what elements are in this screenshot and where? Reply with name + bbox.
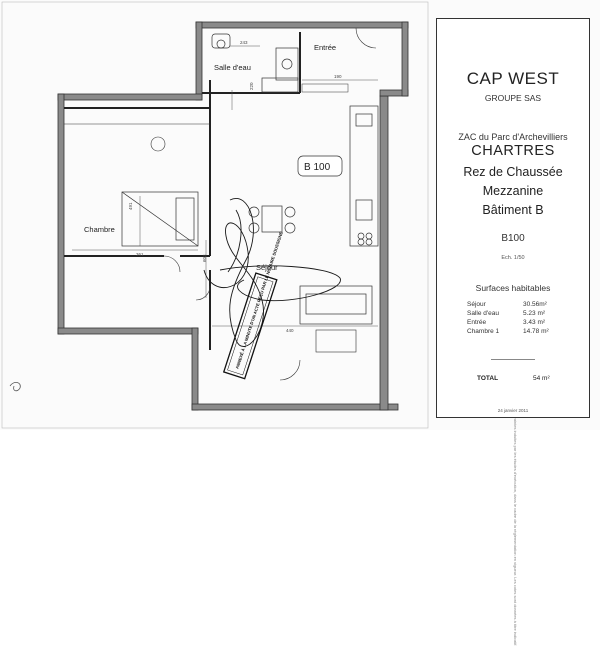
lot-badge-text: B 100 [304,162,331,173]
interior-walls [64,32,301,350]
stamp-text: ANNEXÉ À LA MINUTE D'UN ACTE REÇU PAR LE… [234,231,283,370]
title-block: CAP WEST GROUPE SAS ZAC du Parc d'Archev… [436,18,590,418]
surface-row: Entrée 3.43 m² [467,319,557,326]
sofa [299,285,373,325]
surface-value: 3.43 m² [523,319,546,326]
total-label: TOTAL [477,375,499,382]
floor-plan: Salle d'eau Entrée Chambre Séjour B 100 … [1,1,429,429]
scale-label: Ech. 1/50 [501,255,525,261]
bathroom-fixtures [211,33,299,93]
kitchen-counter [349,105,379,247]
dim-190: 190 [334,74,342,79]
dim-440: 440 [286,328,294,333]
total-value: 54 m² [533,375,550,382]
dim-220: 220 [249,82,254,90]
surface-row: Salle d'eau 5.23 m² [467,310,557,317]
room-label-chambre: Chambre [84,225,115,234]
surface-label: Entrée [467,319,487,326]
dim-491: 491 [128,202,133,210]
surface-row: Chambre 1 14.78 m² [467,328,557,335]
surfaces-title: Surfaces habitables [475,283,551,293]
total-divider [491,359,535,360]
company-name: CAP WEST [466,69,560,88]
surface-value: 30.56m² [523,301,547,308]
bed [121,191,199,247]
dim-603: 603 [202,254,207,262]
surface-value: 5.23 m² [523,310,546,317]
level-2: Mezzanine [482,184,544,198]
company-group: GROUPE SAS [484,93,542,103]
project-address: ZAC du Parc d'Archevilliers [458,132,568,142]
dining-table [248,205,296,234]
surface-row: Séjour 30.56m² [467,301,557,308]
notary-stamp: ANNEXÉ À LA MINUTE D'UN ACTE REÇU PAR LE… [222,231,284,380]
surface-label: Salle d'eau [467,310,499,317]
exterior-walls [57,21,409,411]
unit-number: B100 [501,233,525,244]
handwritten-signature [203,197,341,347]
room-label-salle-deau: Salle d'eau [214,63,251,72]
lot-badge [297,155,343,177]
level-1: Rez de Chaussée [463,165,563,179]
surface-label: Chambre 1 [467,328,500,335]
room-label-sejour: Séjour [256,263,278,272]
project-city: CHARTRES [471,143,555,159]
surface-label: Séjour [467,301,486,308]
room-label-entree: Entrée [314,43,336,52]
plan-date: 24 janvier 2011 [497,408,529,413]
dim-243: 243 [240,40,248,45]
level-3: Bâtiment B [482,203,544,217]
surface-value: 14.78 m² [523,328,549,335]
dim-361: 361 [136,252,144,257]
clip-icon [9,382,21,392]
